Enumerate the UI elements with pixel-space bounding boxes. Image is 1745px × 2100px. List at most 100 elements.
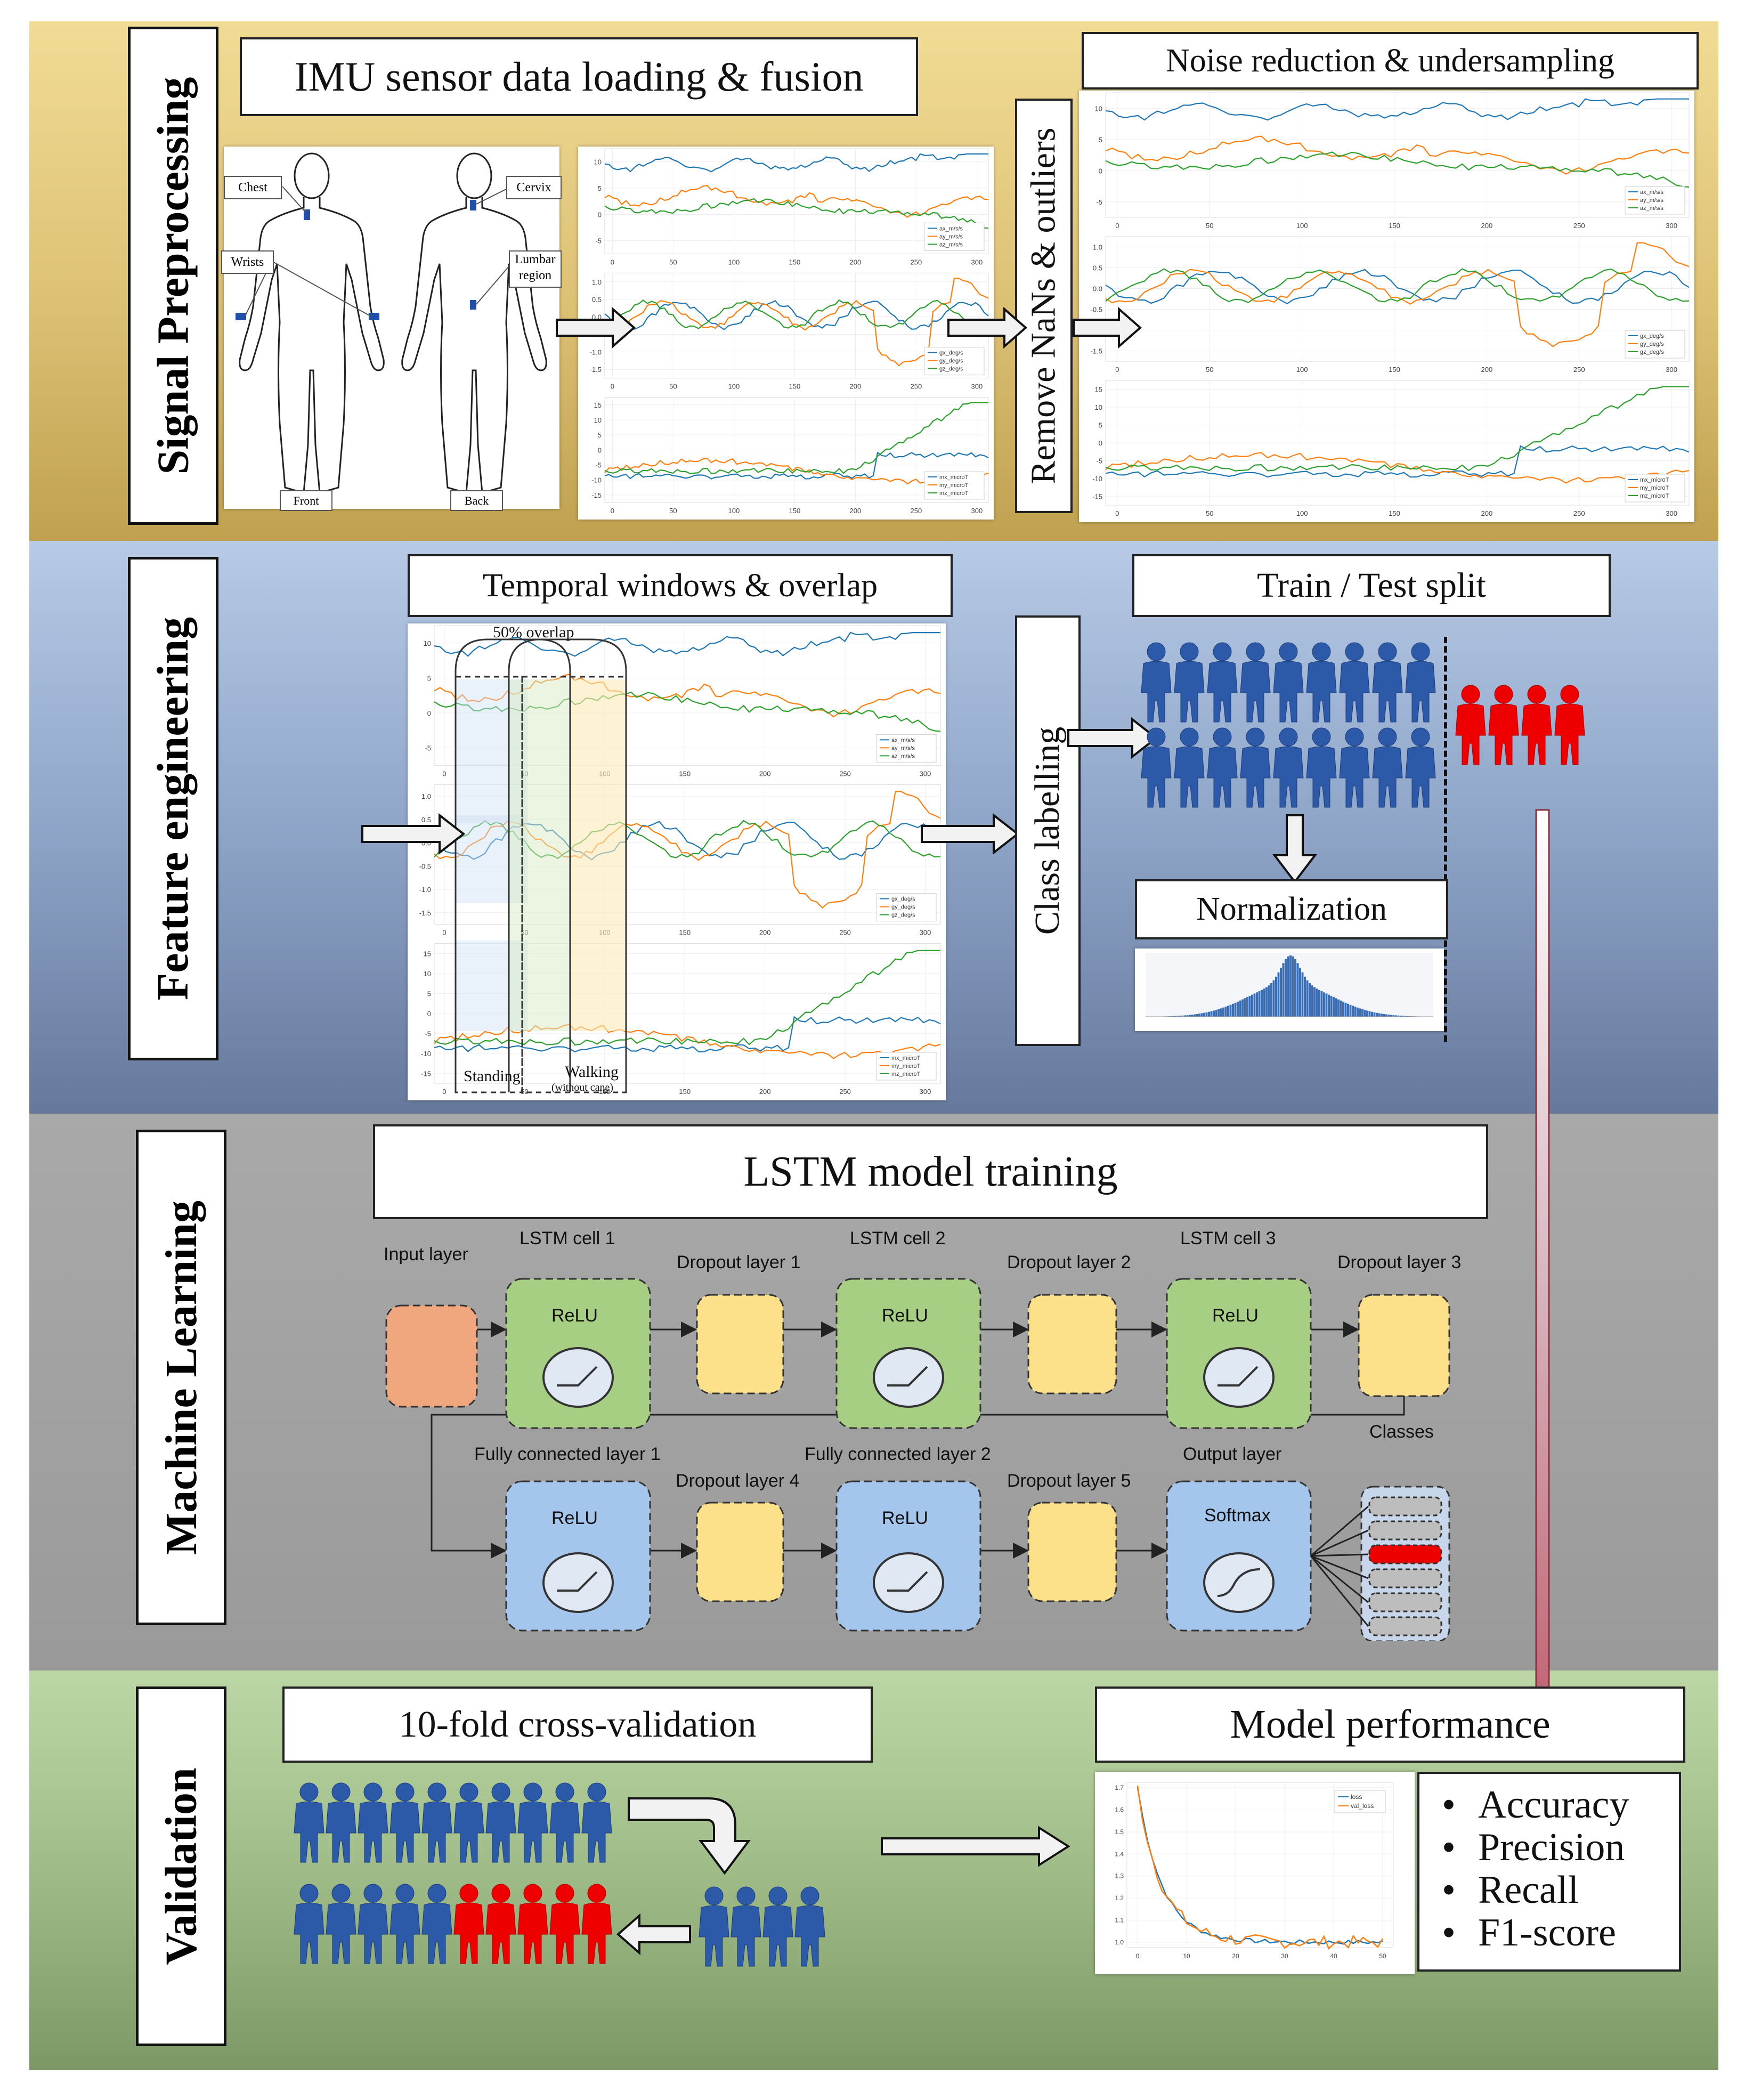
sensor-cervix <box>470 200 476 210</box>
dropout3-label: Dropout layer 3 <box>1337 1252 1461 1272</box>
dropout5-label: Dropout layer 5 <box>1007 1471 1131 1491</box>
svg-text:gz_deg/s: gz_deg/s <box>1640 349 1664 355</box>
svg-text:1.1: 1.1 <box>1115 1917 1124 1924</box>
section-label-ml: Machine Learning <box>136 1130 226 1625</box>
standing-label: Standing <box>464 1067 521 1085</box>
svg-text:100: 100 <box>728 507 740 515</box>
label-wrists: Wrists <box>221 250 274 274</box>
svg-text:mz_microT: mz_microT <box>939 490 969 497</box>
svg-text:1.0: 1.0 <box>421 792 431 800</box>
train-people <box>1141 642 1436 808</box>
svg-text:10: 10 <box>1095 104 1102 112</box>
svg-text:300: 300 <box>971 507 983 515</box>
svg-text:gx_deg/s: gx_deg/s <box>939 350 963 356</box>
svg-text:10: 10 <box>424 970 431 978</box>
svg-text:my_microT: my_microT <box>891 1063 921 1069</box>
svg-text:50: 50 <box>669 258 677 266</box>
svg-text:5: 5 <box>1099 136 1102 144</box>
window-overlays <box>454 638 627 1093</box>
relu-lstm2: ReLU <box>882 1306 928 1326</box>
perf-title: Model performance <box>1095 1687 1685 1763</box>
split-divider <box>1444 637 1447 1042</box>
svg-text:200: 200 <box>850 507 862 515</box>
arrow-cv-to-performance <box>881 1826 1070 1867</box>
arrow-remove-to-clean <box>1073 306 1142 349</box>
svg-text:150: 150 <box>1389 366 1400 374</box>
svg-text:mz_microT: mz_microT <box>891 1071 921 1077</box>
output-layer-label: Output layer <box>1183 1444 1281 1464</box>
svg-text:-5: -5 <box>1096 457 1102 465</box>
arrow-body-to-signals <box>556 306 636 349</box>
svg-text:200: 200 <box>1481 509 1493 517</box>
svg-text:250: 250 <box>911 258 922 266</box>
label-lumbar: Lumbar region <box>509 250 562 288</box>
softmax-label: Softmax <box>1204 1505 1271 1526</box>
svg-text:-0.5: -0.5 <box>1091 306 1102 314</box>
classes-label: Classes <box>1369 1422 1434 1442</box>
fc2-label: Fully connected layer 2 <box>805 1444 991 1464</box>
svg-text:100: 100 <box>1296 509 1308 517</box>
loading-title: IMU sensor data loading & fusion <box>240 37 918 116</box>
svg-text:100: 100 <box>1296 222 1308 230</box>
svg-text:250: 250 <box>1573 509 1585 517</box>
svg-text:0: 0 <box>1115 509 1119 517</box>
lstm-architecture: Input layer LSTM cell 1 LSTM cell 2 LSTM… <box>384 1228 1461 1641</box>
svg-text:250: 250 <box>1573 366 1585 374</box>
walking-label: Walking <box>565 1063 619 1081</box>
label-chest: Chest <box>224 176 282 199</box>
svg-text:-5: -5 <box>425 744 431 752</box>
svg-text:1.2: 1.2 <box>1115 1894 1124 1902</box>
cv-title: 10-fold cross-validation <box>282 1687 873 1763</box>
dropout1-label: Dropout layer 1 <box>677 1252 800 1272</box>
svg-text:0: 0 <box>598 210 602 218</box>
fc1-label: Fully connected layer 1 <box>474 1444 661 1464</box>
normalization-histogram <box>1135 948 1444 1031</box>
input-layer-node <box>385 1304 478 1408</box>
svg-text:mx_microT: mx_microT <box>1640 477 1669 483</box>
svg-text:40: 40 <box>1330 1952 1337 1960</box>
svg-text:200: 200 <box>759 1088 771 1096</box>
relu-lstm3: ReLU <box>1212 1306 1259 1326</box>
svg-text:10: 10 <box>594 416 602 424</box>
svg-text:150: 150 <box>789 383 801 391</box>
svg-text:50: 50 <box>1206 222 1213 230</box>
svg-text:-0.5: -0.5 <box>419 862 431 870</box>
svg-text:50: 50 <box>669 383 677 391</box>
svg-text:0: 0 <box>611 507 614 515</box>
svg-text:gy_deg/s: gy_deg/s <box>939 358 963 364</box>
svg-text:ax_m/s/s: ax_m/s/s <box>939 225 963 232</box>
svg-text:150: 150 <box>789 507 801 515</box>
svg-text:-10: -10 <box>591 476 602 484</box>
metric-precision: •Precision <box>1442 1826 1625 1869</box>
svg-text:5: 5 <box>598 184 602 192</box>
svg-text:0: 0 <box>611 383 614 391</box>
svg-text:az_m/s/s: az_m/s/s <box>1640 205 1664 212</box>
svg-text:1.7: 1.7 <box>1115 1784 1124 1791</box>
section-label-preprocessing: Signal Preprocessing <box>128 27 218 525</box>
metrics-list: •Accuracy •Precision •Recall •F1-score <box>1417 1772 1681 1972</box>
svg-text:150: 150 <box>1389 222 1400 230</box>
svg-text:az_m/s/s: az_m/s/s <box>891 753 915 759</box>
sensor-wrist-left <box>236 313 246 320</box>
lstm2-label: LSTM cell 2 <box>850 1228 946 1248</box>
svg-text:250: 250 <box>839 769 851 777</box>
svg-text:0.5: 0.5 <box>421 816 431 824</box>
svg-text:-1.0: -1.0 <box>419 886 431 894</box>
svg-text:-5: -5 <box>1096 198 1102 206</box>
svg-text:200: 200 <box>850 383 862 391</box>
svg-text:my_microT: my_microT <box>939 482 969 489</box>
svg-text:0: 0 <box>1099 167 1102 175</box>
svg-text:val_loss: val_loss <box>1351 1802 1374 1810</box>
svg-text:gy_deg/s: gy_deg/s <box>891 904 915 911</box>
svg-text:ay_m/s/s: ay_m/s/s <box>939 233 963 240</box>
svg-text:ax_m/s/s: ax_m/s/s <box>891 737 915 743</box>
svg-text:-5: -5 <box>425 1029 431 1037</box>
svg-text:150: 150 <box>1389 509 1400 517</box>
normalization-title: Normalization <box>1135 879 1448 939</box>
svg-text:10: 10 <box>424 639 431 647</box>
svg-text:-15: -15 <box>421 1069 431 1077</box>
metric-accuracy: •Accuracy <box>1442 1783 1629 1827</box>
arrow-into-windows <box>361 813 466 855</box>
svg-text:mx_microT: mx_microT <box>939 474 969 481</box>
svg-text:0: 0 <box>1099 439 1102 447</box>
